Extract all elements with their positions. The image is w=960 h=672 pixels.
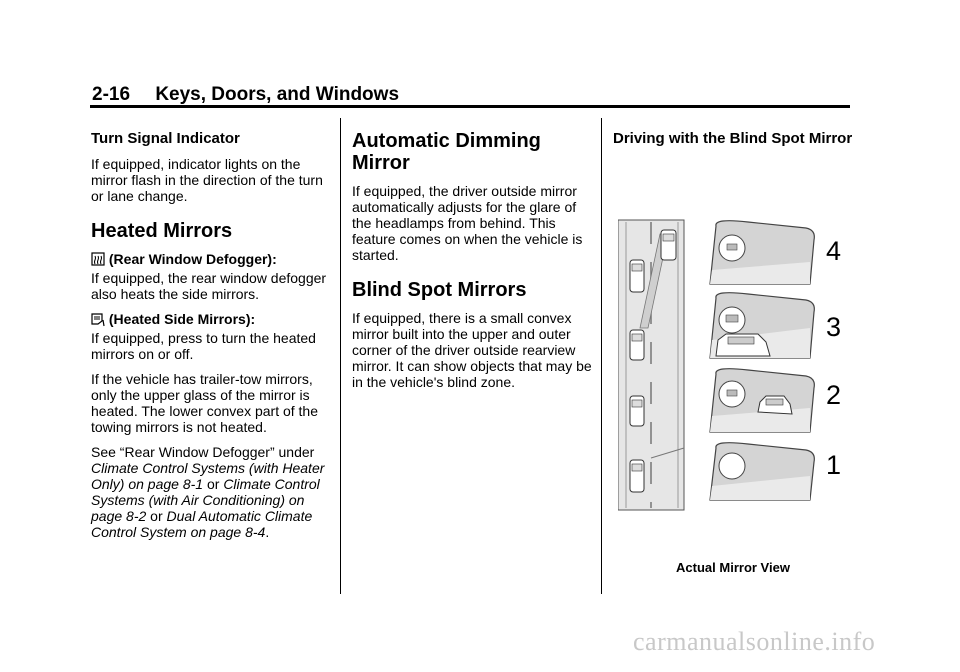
period: . — [265, 524, 270, 540]
figure-label-4: 4 — [826, 236, 841, 266]
car-icon — [629, 459, 645, 493]
car-icon — [629, 395, 645, 427]
car-icon — [629, 259, 645, 293]
see-reference: See “Rear Window Defogger” under Climate… — [91, 444, 336, 540]
ref-dual-automatic[interactable]: Dual Automatic Climate Control System on… — [91, 508, 313, 540]
or-text: or — [146, 508, 167, 524]
watermark: carmanualsonline.info — [633, 627, 876, 656]
header-rule — [90, 105, 850, 108]
section-title: Keys, Doors, and Windows — [155, 84, 400, 105]
auto-dimming-heading: Automatic Dimming Mirror — [352, 130, 541, 174]
car-icon — [629, 329, 645, 361]
blind-spot-body: If equipped, there is a small convex mir… — [352, 310, 592, 390]
column-2: Automatic Dimming Mirror If equipped, th… — [352, 130, 592, 399]
heated-side-body: If equipped, press to turn the heated mi… — [91, 330, 316, 362]
page-number: 2-16 — [92, 84, 131, 105]
figure-label-3: 3 — [826, 312, 841, 342]
car-icon — [660, 229, 677, 261]
figure-caption: Actual Mirror View — [676, 560, 790, 575]
rear-defog-body: If equipped, the rear window defogger al… — [91, 270, 327, 302]
auto-dimming-body: If equipped, the driver outside mirror a… — [352, 183, 583, 263]
ref-air-conditioning[interactable]: Climate Control Systems (with Air Condit… — [91, 476, 320, 524]
or-text: or — [203, 476, 224, 492]
heated-mirrors-heading: Heated Mirrors — [91, 220, 233, 242]
mirror-view-1 — [709, 442, 815, 501]
turn-signal-heading: Turn Signal Indicator — [91, 130, 240, 147]
page-header: 2-16 Keys, Doors, and Windows — [92, 84, 399, 106]
column-divider — [340, 118, 341, 594]
mirror-view-4 — [709, 220, 815, 285]
see-prefix: See “Rear Window Defogger” under — [91, 444, 315, 460]
mirror-view-3 — [709, 292, 815, 359]
heated-side-label: (Heated Side Mirrors): — [108, 311, 256, 327]
mirror-view-2 — [709, 368, 815, 433]
column-3: Driving with the Blind Spot Mirror — [613, 130, 853, 156]
rear-defog-entry: (Rear Window Defogger): — [91, 251, 336, 270]
figure-label-1: 1 — [826, 450, 841, 480]
heated-side-mirror-icon — [91, 312, 105, 330]
column-divider — [601, 118, 602, 594]
column-1: Turn Signal Indicator If equipped, indic… — [91, 130, 336, 549]
rear-defog-label: (Rear Window Defogger): — [108, 251, 277, 267]
turn-signal-body: If equipped, indicator lights on the mir… — [91, 156, 323, 204]
rear-defogger-icon — [91, 252, 105, 270]
trailer-tow-body: If the vehicle has trailer-tow mirrors, … — [91, 371, 318, 435]
blind-spot-illustration: 4 3 2 1 — [617, 218, 848, 518]
heated-side-entry: (Heated Side Mirrors): — [91, 311, 336, 330]
blind-spot-heading: Blind Spot Mirrors — [352, 279, 527, 301]
ref-heater-only[interactable]: Climate Control Systems (with Heater Onl… — [91, 460, 325, 492]
figure-label-2: 2 — [826, 380, 841, 410]
driving-blind-spot-heading: Driving with the Blind Spot Mirror — [613, 130, 853, 147]
